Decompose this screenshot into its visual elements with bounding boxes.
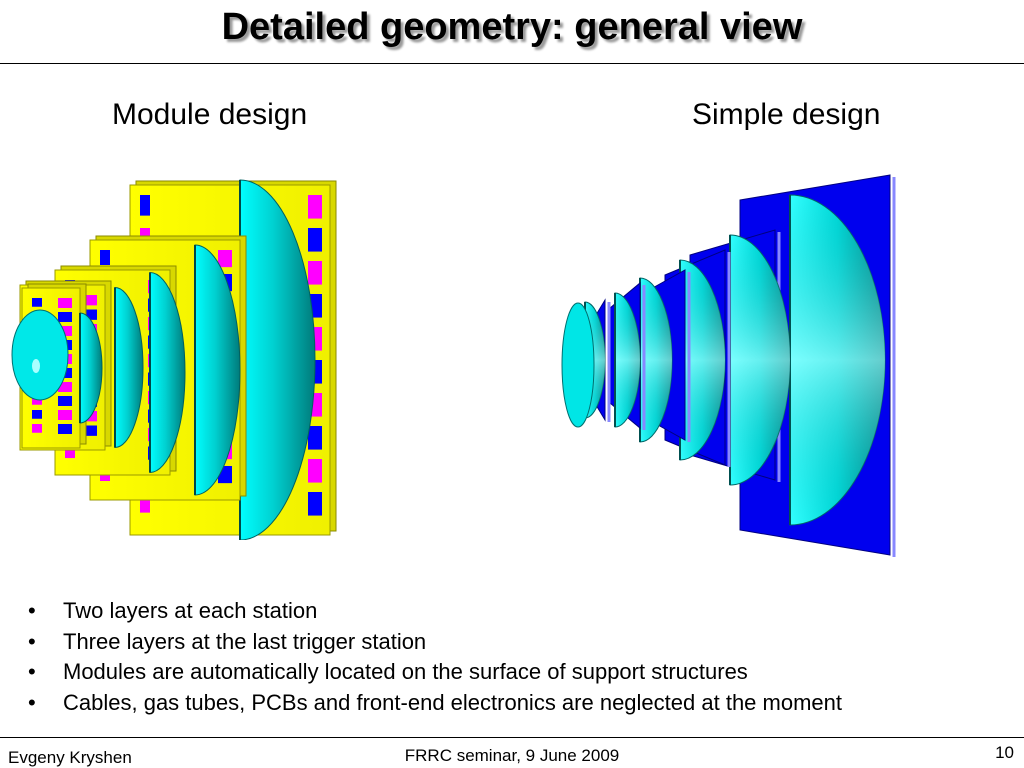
disc-highlight <box>615 293 640 427</box>
list-item: •Three layers at the last trigger statio… <box>28 627 842 658</box>
module-design-caption: Module design <box>112 98 308 131</box>
module-tile <box>100 250 110 265</box>
station-simple <box>609 281 646 430</box>
bullet-icon: • <box>28 598 36 623</box>
module-tile <box>218 250 232 268</box>
list-item: •Modules are automatically located on th… <box>28 657 842 688</box>
module-tile <box>58 382 72 392</box>
module-tile <box>58 326 72 336</box>
module-tile <box>32 410 42 419</box>
module-tile <box>65 446 75 459</box>
footer-event: FRRC seminar, 9 June 2009 <box>404 746 620 765</box>
bullet-icon: • <box>28 659 36 684</box>
disc-segment <box>194 244 241 496</box>
station-simple <box>639 269 691 443</box>
title-divider <box>0 63 1024 64</box>
disc-highlight <box>640 278 672 442</box>
simple-design-figure <box>561 174 896 557</box>
bullet-icon: • <box>28 689 36 715</box>
simple-design-caption: Simple design <box>692 98 881 131</box>
footer-divider <box>0 737 1024 738</box>
disc-highlight <box>680 260 725 460</box>
beam-hole <box>32 359 40 373</box>
module-tile <box>83 309 97 320</box>
module-tile <box>83 295 97 306</box>
module-tile <box>58 298 72 308</box>
module-tile <box>308 492 322 516</box>
bullet-list: •Two layers at each station •Three layer… <box>28 596 842 718</box>
footer-author: Evgeny Kryshen <box>8 748 132 767</box>
module-tile <box>308 459 322 483</box>
module-tile <box>308 228 322 252</box>
bullet-icon: • <box>28 628 36 654</box>
disc-segment <box>114 286 144 449</box>
module-tile <box>140 195 150 216</box>
module-tile <box>308 261 322 285</box>
list-item: •Two layers at each station <box>28 596 842 627</box>
module-tile <box>58 312 72 322</box>
disc-segment <box>239 179 316 540</box>
module-tile <box>140 492 150 513</box>
module-tile <box>32 396 42 405</box>
front-disc <box>561 302 595 428</box>
disc-segment <box>149 271 186 474</box>
front-disc <box>11 309 69 401</box>
module-tile <box>58 396 72 406</box>
module-tile <box>308 426 322 450</box>
list-item: •Cables, gas tubes, PCBs and front-end e… <box>28 688 842 719</box>
module-tile <box>308 195 322 219</box>
module-tile <box>32 424 42 433</box>
module-tile <box>58 424 72 434</box>
disc-highlight <box>730 235 790 485</box>
module-tile <box>83 425 97 436</box>
page-number: 10 <box>995 743 1014 762</box>
slide-title: Detailed geometry: general view <box>221 6 803 48</box>
module-tile <box>32 298 42 307</box>
disc-highlight <box>790 195 885 525</box>
disc-segment <box>79 312 103 424</box>
module-tile <box>58 410 72 420</box>
module-design-figure <box>11 179 337 540</box>
